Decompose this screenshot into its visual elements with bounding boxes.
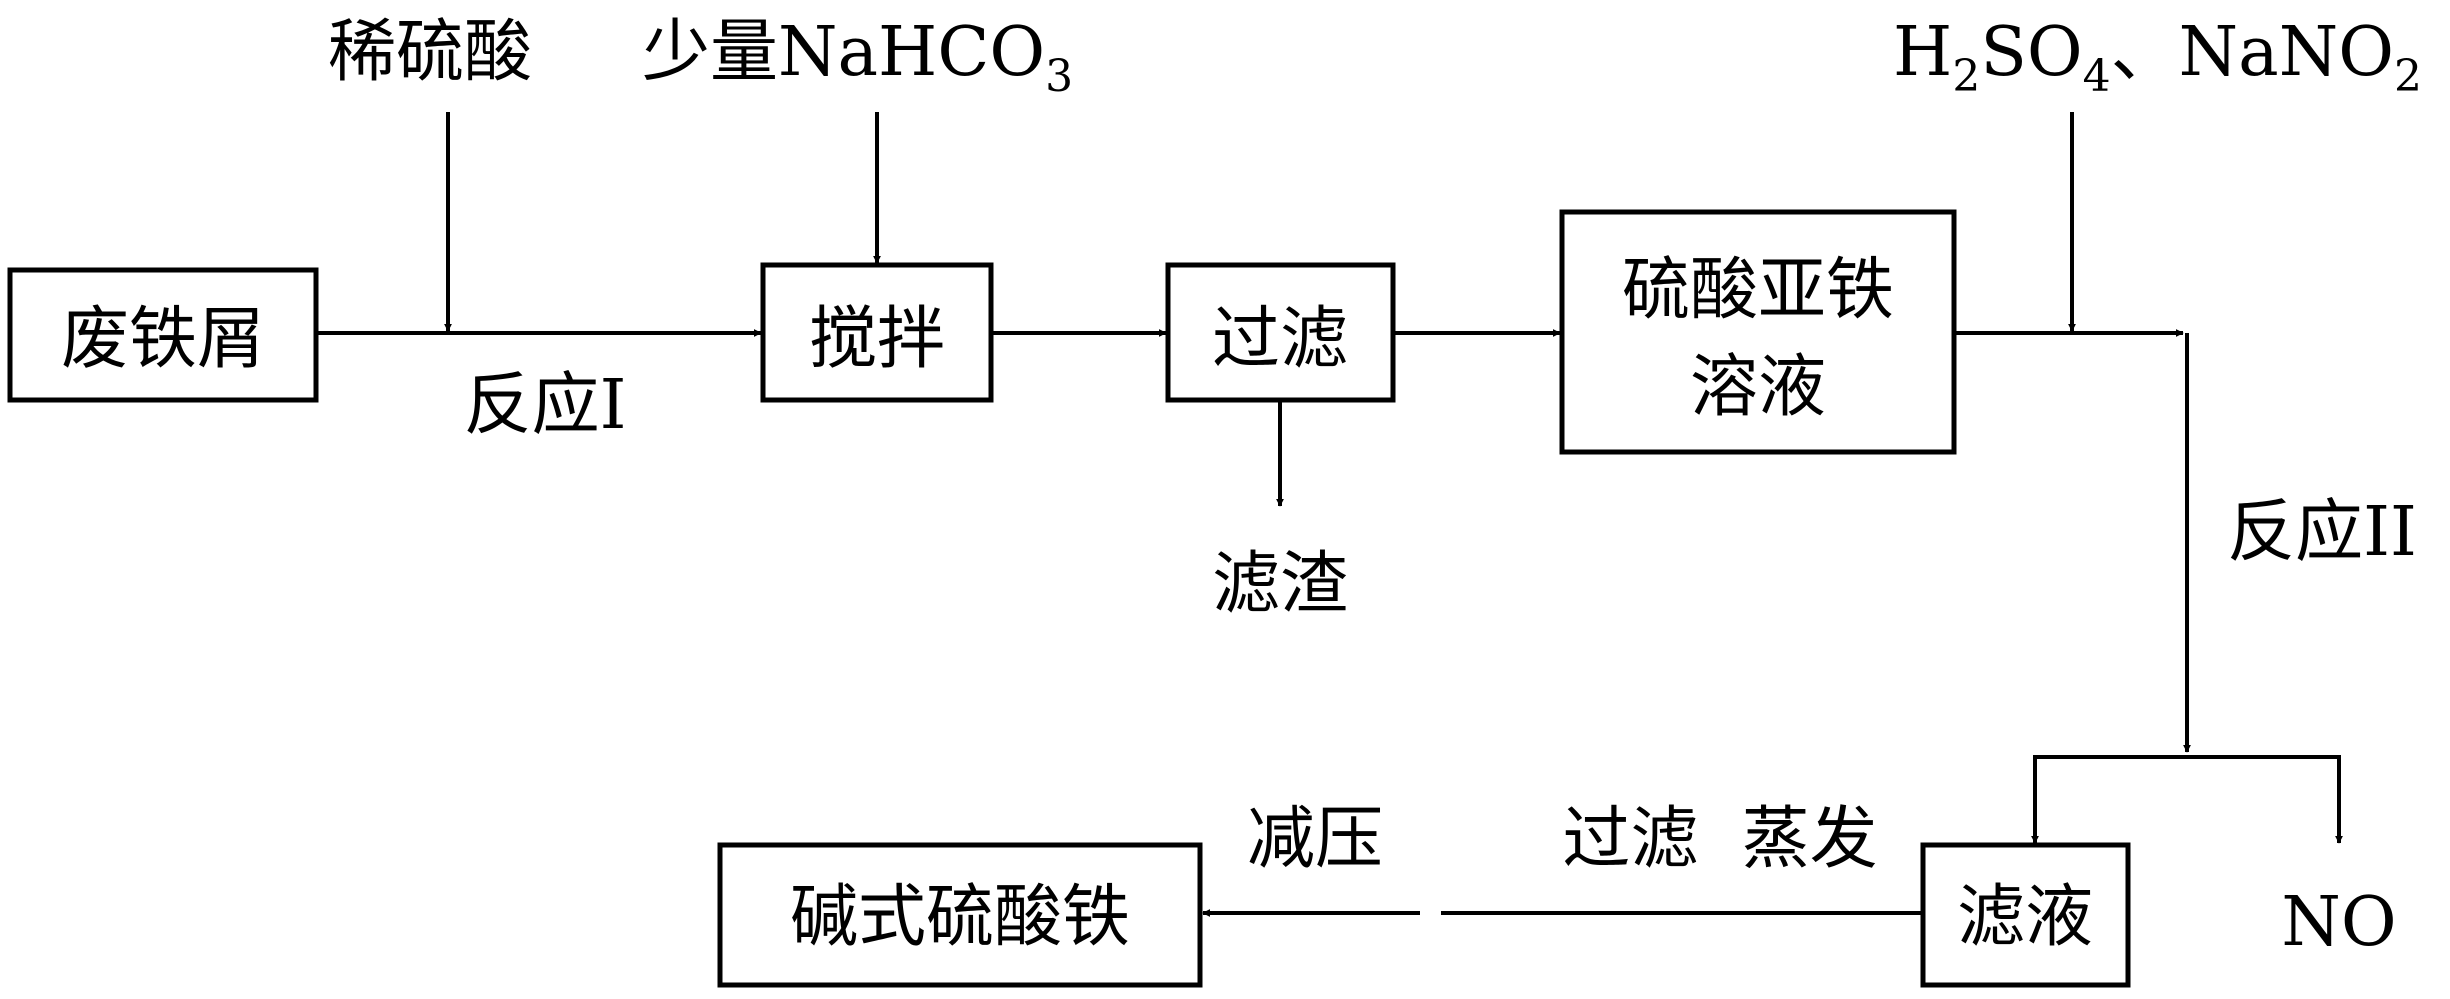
- waste-iron-box: [7, 267, 319, 403]
- reduced-pressure-label: 减压: [1247, 800, 1383, 879]
- small-amount-text: 少量: [642, 13, 778, 92]
- reaction-1-label: 反应I: [464, 366, 627, 445]
- nahco3-subscript: 3: [1045, 51, 1073, 102]
- basic-ferric-sulfate-box: [717, 842, 1203, 988]
- filtrate-label: 滤液: [1957, 878, 2093, 957]
- h2so4-nano2-label: H2SO4、NaNO2: [1893, 13, 2422, 102]
- nahco3-base: NaHCO: [778, 13, 1045, 92]
- filtrate-box: [1920, 842, 2131, 988]
- filter-evaporate-label: 过滤 蒸发: [1562, 800, 1877, 879]
- residue-label: 滤渣: [1212, 545, 1348, 624]
- stir-label: 搅拌: [809, 300, 945, 379]
- basic-ferric-sulfate-label: 碱式硫酸铁: [790, 878, 1130, 957]
- dilute-sulfuric-acid-label: 稀硫酸: [328, 13, 532, 92]
- filter-label: 过滤: [1212, 300, 1348, 379]
- h-text: H: [1893, 13, 1952, 92]
- so-text: SO: [1980, 13, 2082, 92]
- separator-text: 、: [2111, 13, 2179, 92]
- ferrous-sulfate-label-line2: 溶液: [1690, 348, 1826, 427]
- no-label: NO: [2281, 883, 2396, 962]
- stir-box: [760, 262, 994, 403]
- nano-text: NaNO: [2179, 13, 2394, 92]
- h-subscript: 2: [1952, 51, 1980, 102]
- nano-subscript: 2: [2394, 51, 2422, 102]
- so-subscript: 4: [2083, 51, 2111, 102]
- reaction-2-label: 反应II: [2227, 493, 2417, 572]
- waste-iron-label: 废铁屑: [61, 300, 265, 379]
- nahco3-label: 少量NaHCO3: [642, 13, 1073, 102]
- ferrous-sulfate-label-line1: 硫酸亚铁: [1622, 251, 1894, 330]
